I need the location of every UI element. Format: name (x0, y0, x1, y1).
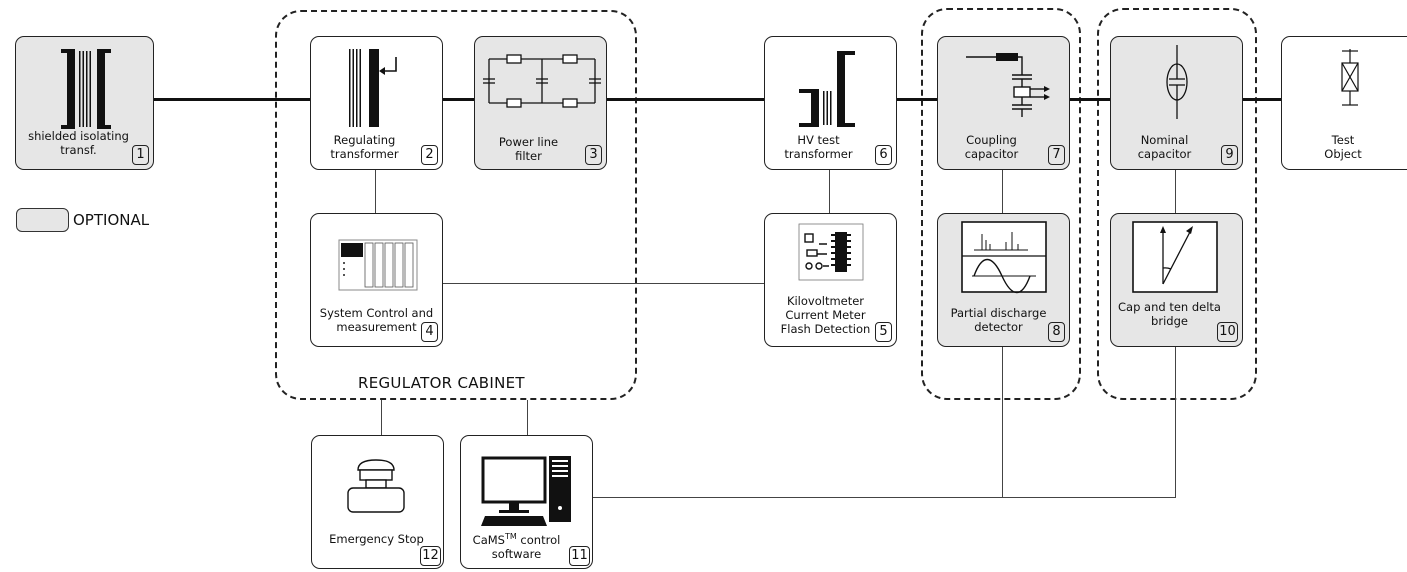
block-emergency-stop: Emergency Stop 12 (311, 435, 444, 569)
emergency-stop-icon (347, 459, 405, 513)
block-11-label-pre: CaMS (472, 532, 505, 547)
main-line-6-7 (896, 98, 938, 101)
power-line-filter-icon (483, 54, 601, 108)
block-12-label: Emergency Stop (329, 532, 424, 546)
block-4-number: 4 (421, 322, 438, 342)
block-power-line-filter: Power line filter 3 (474, 36, 607, 170)
block-9-label: Nominal capacitor (1137, 133, 1192, 161)
control-cabinet-icon (338, 239, 418, 291)
block-hv-test-transformer: HV test transformer 6 (764, 36, 897, 170)
link-7-8 (1002, 170, 1003, 214)
block-tan-delta-bridge: Cap and ten delta bridge 10 (1110, 213, 1243, 347)
main-line-3-6 (606, 98, 765, 101)
main-line-9-13 (1242, 98, 1282, 101)
tan-delta-vector-icon (1132, 221, 1218, 293)
block-1-label: shielded isolating transf. (28, 129, 129, 157)
block-7-number: 7 (1048, 145, 1065, 165)
block-6-label: HV test transformer (784, 133, 853, 161)
block-9-number: 9 (1221, 145, 1238, 165)
block-test-object: Test Object (1281, 36, 1407, 170)
block-2-number: 2 (421, 145, 438, 165)
regulating-transformer-icon (349, 49, 397, 127)
block-10-label: Cap and ten delta bridge (1118, 300, 1221, 328)
block-3-number: 3 (585, 145, 602, 165)
block-partial-discharge-detector: Partial discharge detector 8 (937, 213, 1070, 347)
link-2-4 (375, 170, 376, 214)
block-regulating-transformer: Regulating transformer 2 (310, 36, 443, 170)
main-line-2-3 (442, 98, 475, 101)
coupling-capacitor-icon (966, 53, 1050, 117)
block-8-label: Partial discharge detector (950, 306, 1047, 334)
block-5-label: Kilovoltmeter Current Meter Flash Detect… (780, 294, 871, 336)
block-7-label: Coupling capacitor (964, 133, 1019, 161)
test-object-icon (1341, 49, 1359, 106)
block-kilovoltmeter: Kilovoltmeter Current Meter Flash Detect… (764, 213, 897, 347)
tan-delta-group-frame (1097, 8, 1257, 400)
pd-scope-icon (961, 221, 1047, 294)
regulator-cabinet-frame (275, 10, 637, 400)
block-8-number: 8 (1048, 322, 1065, 342)
block-11-label: CaMSTM control software (455, 530, 578, 561)
legend-optional-swatch (16, 208, 69, 232)
block-shielded-isolating-transformer: shielded isolating transf. 1 (15, 36, 154, 170)
block-10-number: 10 (1217, 322, 1238, 342)
link-11-bus (575, 497, 1176, 498)
block-1-number: 1 (132, 145, 149, 165)
block-11-number: 11 (569, 546, 590, 566)
main-line-7-9 (1069, 98, 1111, 101)
block-4-label: System Control and measurement (319, 306, 434, 334)
block-3-label: Power line filter (498, 135, 559, 163)
main-line-1-2 (153, 98, 311, 101)
block-11-label-sup: TM (504, 532, 517, 541)
block-nominal-capacitor: Nominal capacitor 9 (1110, 36, 1243, 170)
computer-icon (481, 456, 571, 526)
link-4-5 (442, 283, 765, 284)
block-system-control: System Control and measurement 4 (310, 213, 443, 347)
block-5-number: 5 (875, 322, 892, 342)
regulator-cabinet-label: REGULATOR CABINET (358, 374, 525, 392)
hv-transformer-icon (799, 51, 855, 127)
block-11-label-post: control software (491, 532, 561, 561)
nominal-capacitor-icon (1166, 45, 1188, 119)
block-13-label: Test Object (1324, 133, 1362, 161)
link-9-10 (1175, 170, 1176, 214)
legend-optional-label: OPTIONAL (73, 211, 150, 229)
block-12-number: 12 (420, 546, 441, 566)
block-6-number: 6 (875, 145, 892, 165)
block-coupling-capacitor: Coupling capacitor 7 (937, 36, 1070, 170)
pd-group-frame (921, 8, 1081, 400)
link-10-down (1175, 347, 1176, 498)
link-cabinet-11 (527, 400, 528, 436)
block-2-label: Regulating transformer (330, 133, 399, 161)
circuit-board-icon (798, 223, 864, 281)
link-6-5 (829, 170, 830, 214)
link-cabinet-12 (381, 400, 382, 436)
link-8-down (1002, 347, 1003, 498)
block-cams-control-software: CaMSTM control software 11 (460, 435, 593, 569)
isolating-transformer-icon (61, 49, 111, 129)
